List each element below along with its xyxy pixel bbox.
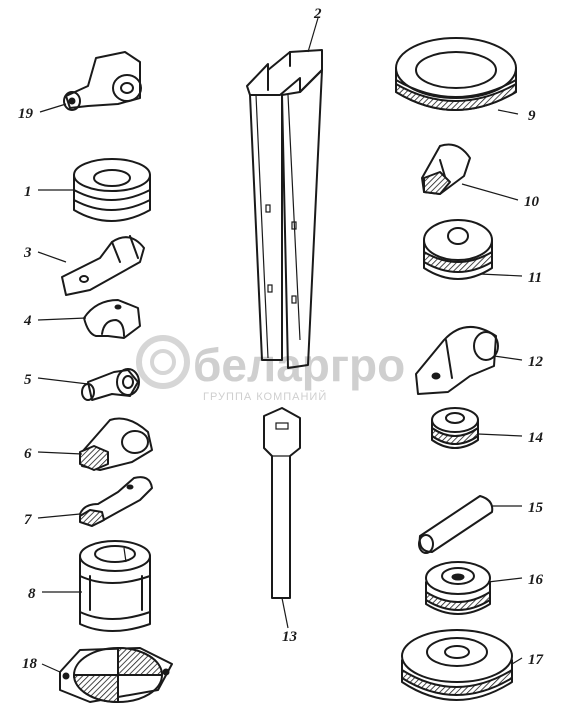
label-part-15: 15 bbox=[528, 500, 544, 516]
part-5-nipple bbox=[81, 368, 140, 401]
label-part-12: 12 bbox=[528, 354, 544, 370]
label-part-2: 2 bbox=[313, 6, 322, 22]
label-part-19: 19 bbox=[18, 106, 34, 122]
label-part-5: 5 bbox=[24, 372, 32, 388]
watermark-logo-icon bbox=[136, 335, 190, 389]
part-13-strap bbox=[263, 407, 301, 599]
label-part-9: 9 bbox=[528, 108, 536, 124]
leader-lines bbox=[37, 17, 523, 673]
label-part-3: 3 bbox=[23, 245, 32, 261]
part-17-grommet bbox=[401, 629, 513, 701]
watermark: беларгро ГРУППА КОМПАНИЙ bbox=[136, 335, 405, 403]
label-part-11: 11 bbox=[528, 270, 542, 286]
part-9-ring bbox=[395, 37, 517, 111]
label-part-7: 7 bbox=[24, 512, 32, 528]
part-6-clip bbox=[79, 417, 153, 471]
part-11-spool bbox=[423, 219, 493, 280]
part-19-cap bbox=[63, 51, 142, 111]
label-part-1: 1 bbox=[24, 184, 32, 200]
part-8-bushing bbox=[79, 540, 151, 632]
part-4-saddle bbox=[83, 299, 141, 339]
part-10-clamp bbox=[421, 143, 471, 195]
part-1-grommet bbox=[73, 158, 151, 222]
watermark-brand: беларгро bbox=[193, 339, 405, 391]
label-part-4: 4 bbox=[23, 313, 32, 329]
label-part-13: 13 bbox=[282, 629, 298, 645]
part-18-plate bbox=[59, 647, 173, 703]
part-7-lug bbox=[79, 476, 153, 527]
label-part-14: 14 bbox=[528, 430, 544, 446]
part-16-grommet bbox=[425, 561, 491, 615]
part-14-grommet bbox=[431, 407, 479, 449]
part-3-clamp bbox=[61, 235, 145, 296]
label-part-17: 17 bbox=[528, 652, 544, 668]
part-15-tube bbox=[418, 495, 494, 554]
label-part-8: 8 bbox=[28, 586, 36, 602]
label-part-18: 18 bbox=[22, 656, 38, 672]
label-part-6: 6 bbox=[24, 446, 32, 462]
part-2-channel bbox=[246, 49, 323, 369]
part-labels: 19 1 3 4 5 6 7 8 18 2 13 9 10 11 12 14 1… bbox=[18, 6, 544, 672]
part-12-clamp bbox=[415, 326, 499, 395]
watermark-subtitle: ГРУППА КОМПАНИЙ bbox=[203, 390, 327, 403]
label-part-10: 10 bbox=[524, 194, 540, 210]
label-part-16: 16 bbox=[528, 572, 544, 588]
